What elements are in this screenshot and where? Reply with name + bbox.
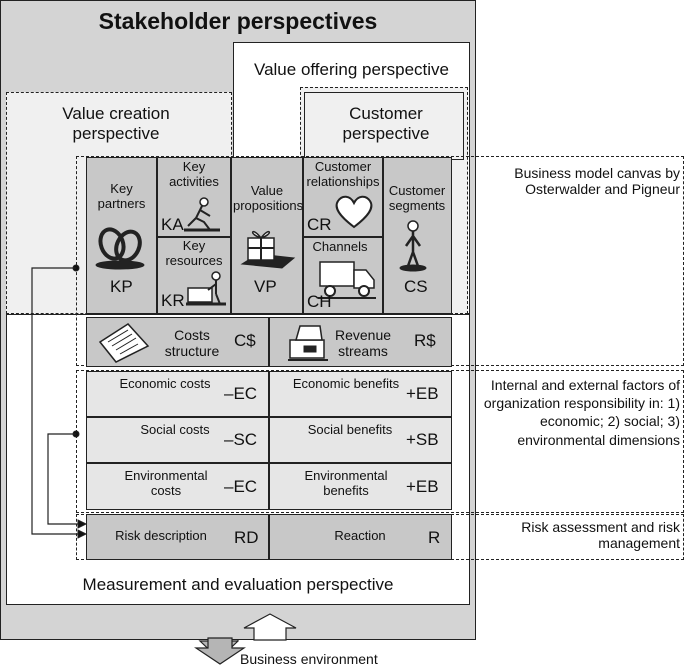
environmental-benefits-cell bbox=[269, 463, 452, 510]
social-costs-code: –SC bbox=[224, 430, 258, 449]
social-costs-label: Social costs bbox=[140, 422, 210, 437]
economic-benefits-cell bbox=[269, 371, 452, 417]
risk-description-code: RD bbox=[234, 528, 259, 547]
person-icon bbox=[399, 220, 427, 272]
gift-box-icon bbox=[240, 230, 296, 269]
key-partners-label: Key partners bbox=[97, 181, 146, 211]
costs-structure-label: Costs structure bbox=[164, 327, 220, 360]
down-arrow bbox=[194, 637, 246, 665]
measurement-perspective-label: Measurement and evaluation perspective bbox=[82, 575, 394, 594]
key-activities-code: KA bbox=[161, 215, 184, 234]
bmc-annotation: Business model canvas by Osterwalder and… bbox=[514, 165, 680, 198]
customer-relationships-label: Customer relationships bbox=[306, 159, 380, 189]
chain-links-icon bbox=[95, 227, 145, 270]
economic-costs-cell bbox=[86, 371, 269, 417]
risk-description-label: Risk description bbox=[115, 528, 207, 543]
costs-structure-code: C$ bbox=[234, 331, 256, 350]
business-environment-label: Business environment bbox=[240, 651, 378, 667]
environmental-costs-label: Environmental costs bbox=[124, 468, 208, 498]
value-propositions-code: VP bbox=[254, 277, 277, 296]
receipt-paper-icon bbox=[98, 323, 150, 363]
key-activities-label: Key activities bbox=[169, 159, 219, 189]
risk-description-cell bbox=[86, 514, 269, 560]
up-arrow bbox=[243, 613, 297, 641]
customer-segments-cell bbox=[383, 157, 452, 314]
customer-segments-code: CS bbox=[404, 277, 428, 296]
customer-perspective-inner bbox=[304, 92, 464, 160]
forklift-resources-icon bbox=[186, 271, 226, 306]
social-benefits-cell bbox=[269, 417, 452, 463]
social-benefits-code: +SB bbox=[406, 430, 439, 449]
key-partners-code: KP bbox=[110, 277, 133, 296]
channels-label: Channels bbox=[312, 239, 368, 254]
customer-relationships-code: CR bbox=[307, 215, 332, 234]
environmental-benefits-label: Environmental benefits bbox=[304, 468, 388, 498]
revenue-streams-code: R$ bbox=[414, 331, 436, 350]
economic-costs-code: –EC bbox=[224, 384, 258, 403]
key-activities-cell bbox=[157, 157, 231, 237]
factors-frame bbox=[76, 370, 684, 513]
social-costs-cell bbox=[86, 417, 269, 463]
environmental-costs-cell bbox=[86, 463, 269, 510]
key-resources-label: Key resources bbox=[165, 238, 223, 268]
economic-costs-label: Economic costs bbox=[119, 376, 211, 391]
truck-icon bbox=[318, 261, 376, 299]
reaction-label: Reaction bbox=[334, 528, 386, 543]
factors-annotation: Internal and external factors of organiz… bbox=[483, 377, 680, 448]
economic-benefits-code: +EB bbox=[406, 384, 439, 403]
key-resources-code: KR bbox=[161, 291, 185, 310]
environmental-benefits-code: +EB bbox=[406, 477, 439, 496]
value-creation-perspective-label: Value creation perspective bbox=[62, 104, 170, 143]
reaction-cell bbox=[269, 514, 452, 560]
customer-perspective-label: Customer perspective bbox=[342, 104, 430, 143]
revenue-streams-label: Revenue streams bbox=[334, 327, 392, 360]
customer-segments-label: Customer segments bbox=[388, 183, 446, 213]
cash-register-icon bbox=[288, 325, 328, 361]
diagram-title: Stakeholder perspectives bbox=[98, 8, 378, 34]
social-benefits-label: Social benefits bbox=[307, 422, 393, 437]
environmental-costs-code: –EC bbox=[224, 477, 258, 496]
worker-activity-icon bbox=[184, 197, 220, 232]
risk-annotation: Risk assessment and risk management bbox=[521, 519, 680, 552]
value-propositions-label: Value propositions bbox=[233, 183, 304, 213]
heart-icon bbox=[335, 195, 373, 229]
value-offering-perspective-label: Value offering perspective bbox=[254, 60, 449, 79]
reaction-code: R bbox=[428, 528, 441, 547]
channels-code: CH bbox=[307, 292, 332, 311]
key-partners-cell bbox=[86, 157, 157, 314]
economic-benefits-label: Economic benefits bbox=[292, 376, 400, 391]
